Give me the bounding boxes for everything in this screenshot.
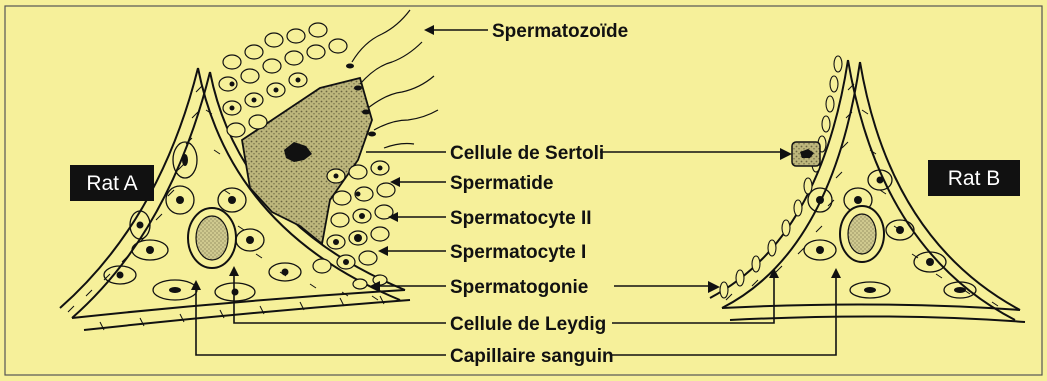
label-spermatocyte-2: Spermatocyte II bbox=[450, 208, 592, 229]
label-sertoli: Cellule de Sertoli bbox=[450, 143, 604, 164]
label-spermatocyte-1: Spermatocyte I bbox=[450, 242, 586, 263]
label-spermatide: Spermatide bbox=[450, 173, 553, 194]
label-capillaire: Capillaire sanguin bbox=[450, 346, 614, 367]
rat-b-tag: Rat B bbox=[928, 160, 1020, 196]
label-spermatogonie: Spermatogonie bbox=[450, 277, 588, 298]
rat-b-tag-text: Rat B bbox=[948, 167, 1001, 190]
rat-a-tag-text: Rat A bbox=[86, 172, 137, 195]
rat-a-tag: Rat A bbox=[70, 165, 154, 201]
label-spermatozoide: Spermatozoïde bbox=[492, 21, 628, 42]
label-leydig: Cellule de Leydig bbox=[450, 314, 606, 335]
